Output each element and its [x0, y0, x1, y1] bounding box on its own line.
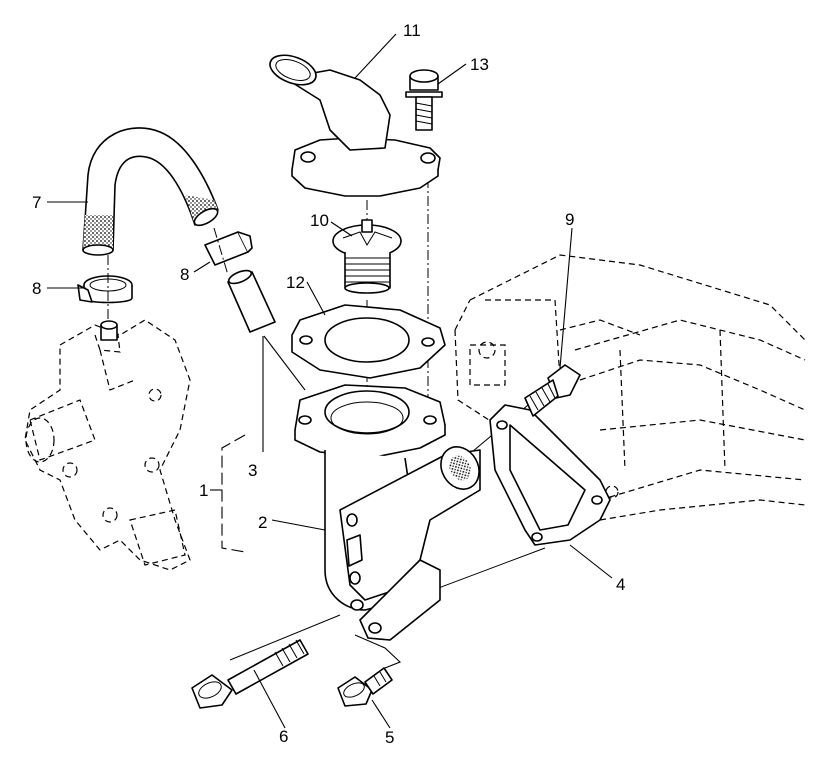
gasket-part-12 [291, 304, 446, 379]
label-part-13: 13 [470, 55, 489, 74]
long-bolt-part-6 [191, 639, 309, 709]
label-part-10: 10 [310, 211, 329, 230]
label-part-1: 1 [199, 481, 208, 500]
thermostat-part-10 [332, 219, 402, 294]
coolant-hose-part-7 [82, 127, 219, 256]
label-part-11: 11 [403, 21, 421, 40]
label-part-3: 3 [248, 461, 257, 480]
thermostat-cover-part-11 [269, 54, 441, 197]
label-part-6: 6 [279, 727, 288, 746]
label-part-2: 2 [258, 513, 267, 532]
water-pump-outline [24, 319, 191, 571]
label-part-5: 5 [385, 728, 394, 747]
label-part-7: 7 [32, 193, 41, 212]
label-part-12: 12 [286, 273, 305, 292]
short-bolt-part-5 [337, 667, 393, 707]
engine-block-outline [454, 254, 806, 521]
gasket-part-4 [489, 404, 611, 546]
drain-plug-part-9 [524, 364, 581, 417]
bypass-hose-part-3 [227, 269, 276, 333]
label-part-4: 4 [616, 575, 625, 594]
water-pump-nipple [100, 320, 118, 341]
hose-clamp-part-8-left [77, 275, 133, 304]
thermostat-housing-part-2 [294, 384, 481, 641]
bolt-part-13 [405, 69, 443, 131]
part-number-labels: 11 13 10 12 9 7 8 8 3 1 2 4 6 5 [32, 21, 625, 747]
label-part-8-right: 8 [180, 265, 189, 284]
hose-clamp-part-8-right [204, 231, 253, 266]
label-part-8-left: 8 [32, 279, 41, 298]
label-part-9: 9 [565, 210, 574, 229]
label-leader-lines [47, 33, 613, 729]
